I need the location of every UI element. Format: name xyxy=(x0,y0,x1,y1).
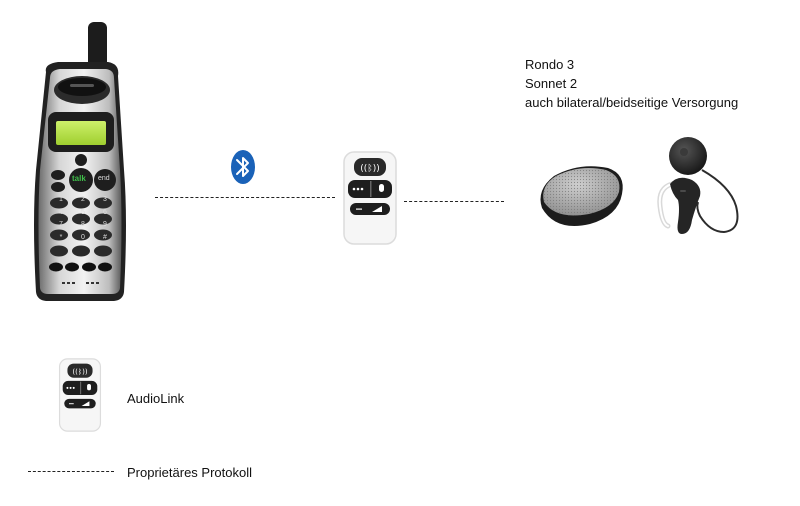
phone-key: * xyxy=(59,233,63,241)
legend-dashed-line xyxy=(28,471,114,472)
phone-key: 2 xyxy=(81,196,85,203)
audiolink-remote-icon: ((ᛒ)) xyxy=(343,151,397,245)
rondo-processor-icon xyxy=(540,166,623,226)
phone-key: 9 xyxy=(103,221,107,228)
phone-key: 0 xyxy=(81,233,85,241)
devices-label: Rondo 3 Sonnet 2 auch bilateral/beidseit… xyxy=(525,55,738,112)
bilateral-label: auch bilateral/beidseitige Versorgung xyxy=(525,95,739,110)
audiolink-processor-connection xyxy=(404,201,504,202)
svg-text:((ᛒ)): ((ᛒ)) xyxy=(360,163,379,174)
svg-text:((ᛒ)): ((ᛒ)) xyxy=(72,367,88,376)
sonnet-processor-icon xyxy=(657,137,739,234)
talk-key-label: talk xyxy=(72,174,86,183)
phone-key: 7 xyxy=(59,221,63,228)
phone-keypad: 1 2 3 4 5 6 7 8 9 * 0 # xyxy=(50,196,120,241)
sonnet-label: Sonnet 2 xyxy=(525,76,578,91)
phone-key: 4 xyxy=(59,208,63,216)
phone-audiolink-connection xyxy=(155,197,335,198)
phone-key: 5 xyxy=(81,208,85,216)
phone-key: 3 xyxy=(103,196,107,203)
phone-key: # xyxy=(103,233,107,241)
cordless-phone-icon xyxy=(34,22,126,301)
phone-key: 1 xyxy=(59,196,63,203)
rondo-label: Rondo 3 xyxy=(525,57,575,72)
legend-protocol-label: Proprietäres Protokoll xyxy=(127,465,252,480)
phone-key: 6 xyxy=(103,208,107,216)
phone-key: 8 xyxy=(81,221,85,228)
end-key-label: end xyxy=(98,175,110,182)
bluetooth-icon xyxy=(231,150,255,184)
legend-audiolink-label: AudioLink xyxy=(127,391,185,406)
legend-audiolink-icon: ((ᛒ)) xyxy=(58,358,102,432)
